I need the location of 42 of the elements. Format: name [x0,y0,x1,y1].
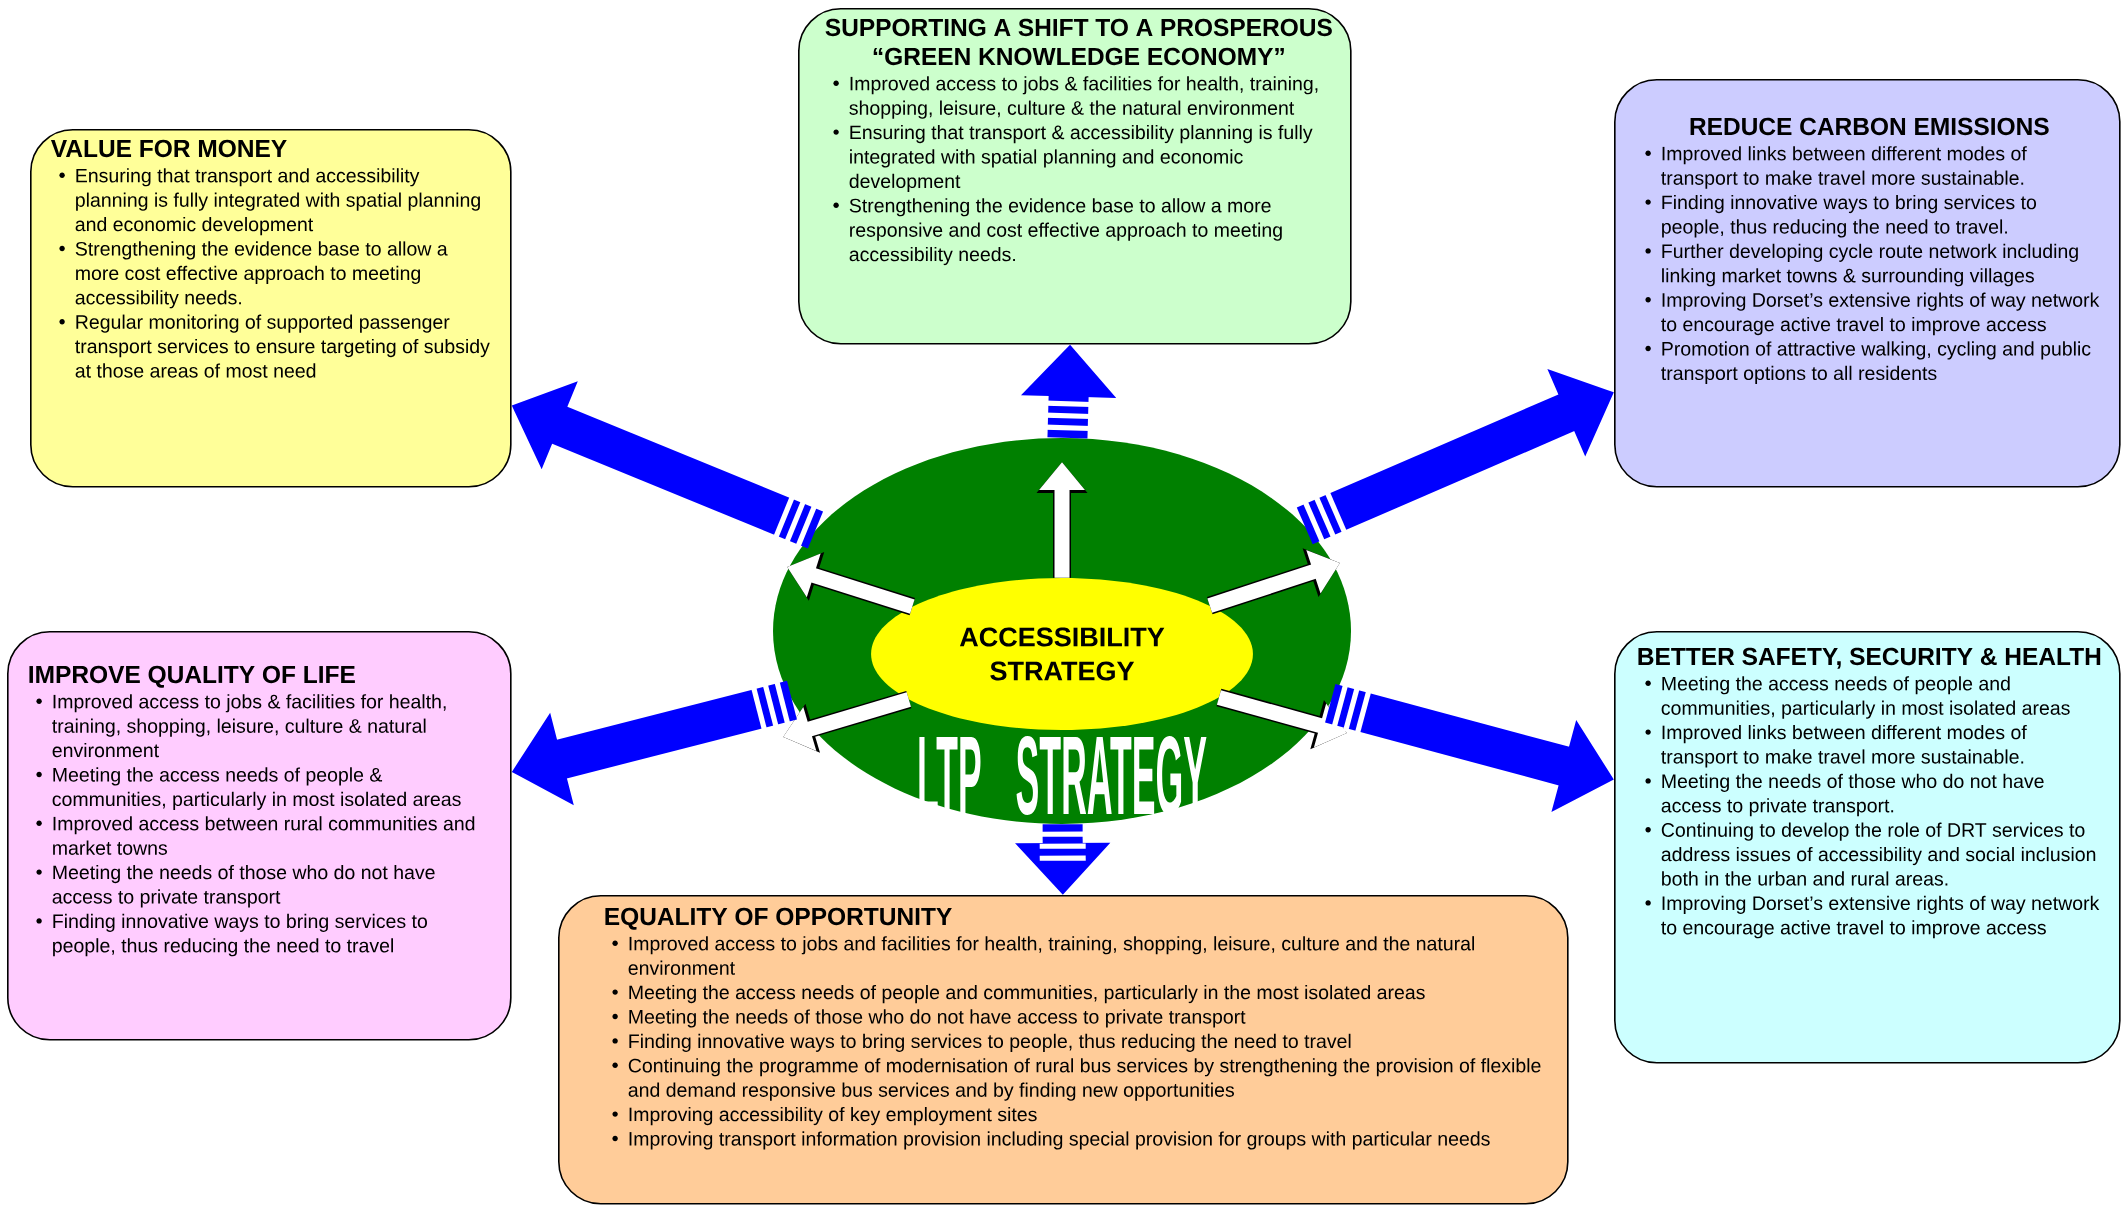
text-box [30,129,512,488]
bullet-text: Improving accessibility of key employment sites [612,1106,1037,1126]
bullet-text: Ensuring that transport & accessibility planning is fully integrated with spatial planning and economic development [833,124,1313,192]
bullet-text: Improved links between different modes of transport to make travel more sustainable. [1645,724,2027,768]
bullet-text: Strengthening the evidence base to allow a more responsive and cost effective approach to meeting accessibility needs. [833,198,1282,266]
box-heading: SUPPORTING A SHIFT TO A PROSPEROUS “GREEN KNOWLEDGE ECONOMY” [825,18,1332,66]
bullet-text: Strengthening the evidence base to allow a more cost effective approach to meeting accessibility needs. [59,241,448,309]
bullet-text: Meeting the access needs of people and communities, particularly in most isolated areas [1645,676,2070,719]
bullet-text: Finding innovative ways to bring services to people, thus reducing the need to travel [36,913,427,957]
text-box [1614,631,2121,1064]
bullet-text: Finding innovative ways to bring services to people, thus reducing the need to travel [612,1033,1351,1052]
bullet-text: Meeting the needs of those who do not have access to private transport [612,1009,1246,1028]
bullet-text: Improved links between different modes of transport to make travel more sustainable. [1645,146,2027,189]
bullet-text: Improved access between rural communities and market towns [36,816,475,855]
bullet-text: Meeting the needs of those who do not have access to private transport. [1645,773,2044,817]
bullet-text: Improved access to jobs and facilities for health, training, shopping, leisure, culture and the natural environment [612,936,1474,975]
bullet-text: Meeting the needs of those who do not have access to private transport [36,864,435,908]
bullet-text: Improving transport information provision including special provision for groups with particular needs [612,1131,1490,1150]
bullet-text: Further developing cycle route network including linking market towns & surrounding villages [1645,243,2078,287]
bullet-text: Regular monitoring of supported passenger transport services to ensure targeting of subsidy at those areas of most need [59,314,490,378]
box-heading: IMPROVE QUALITY OF LIFE [29,665,355,688]
text-box [798,8,1352,345]
bullet-text: Improving Dorset’s extensive rights of way network to encourage active travel to improve access [1645,292,2100,336]
inner-ellipse [871,578,1253,730]
text-box [558,895,1569,1205]
bullet-text: Finding innovative ways to bring services to people, thus reducing the need to travel. [1645,194,2037,238]
bullet-text: Improved access to jobs & facilities for health, training, shopping, leisure, culture & the natural environment [833,76,1318,119]
box-heading: REDUCE CARBON EMISSIONS [1690,117,2049,136]
text-box [7,631,512,1041]
bullet-text: Improving Dorset’s extensive rights of way network to encourage active travel to improve access [1645,895,2100,939]
bullet-text: Improved access to jobs & facilities for health, training, shopping, leisure, culture & natural environment [36,694,446,758]
bullet-text: Meeting the access needs of people & communities, particularly in most isolated areas [36,767,461,810]
box-heading: VALUE FOR MONEY [51,139,287,158]
bullet-text: Ensuring that transport and accessibility planning is fully integrated with spatial planning and economic development [59,168,480,236]
bullet-text: Continuing to develop the role of DRT services to address issues of accessibility and social inclusion both in the urban and rural areas. [1645,822,2096,886]
bullet-text: Promotion of attractive walking, cycling and public transport options to all residents [1645,341,2091,384]
box-heading: BETTER SAFETY, SECURITY & HEALTH [1638,647,2101,669]
box-heading: EQUALITY OF OPPORTUNITY [605,907,952,930]
bullet-text: Meeting the access needs of people and communities, particularly in the most isolated areas [612,984,1425,1004]
bullet-text: Continuing the programme of modernisation of rural bus services by strengthening the provision of flexible and demand responsive bus services and by finding new opportunities [612,1058,1541,1101]
text-box [1614,79,2121,488]
ellipse-label: ACCESSIBILITY STRATEGY [959,627,1165,681]
